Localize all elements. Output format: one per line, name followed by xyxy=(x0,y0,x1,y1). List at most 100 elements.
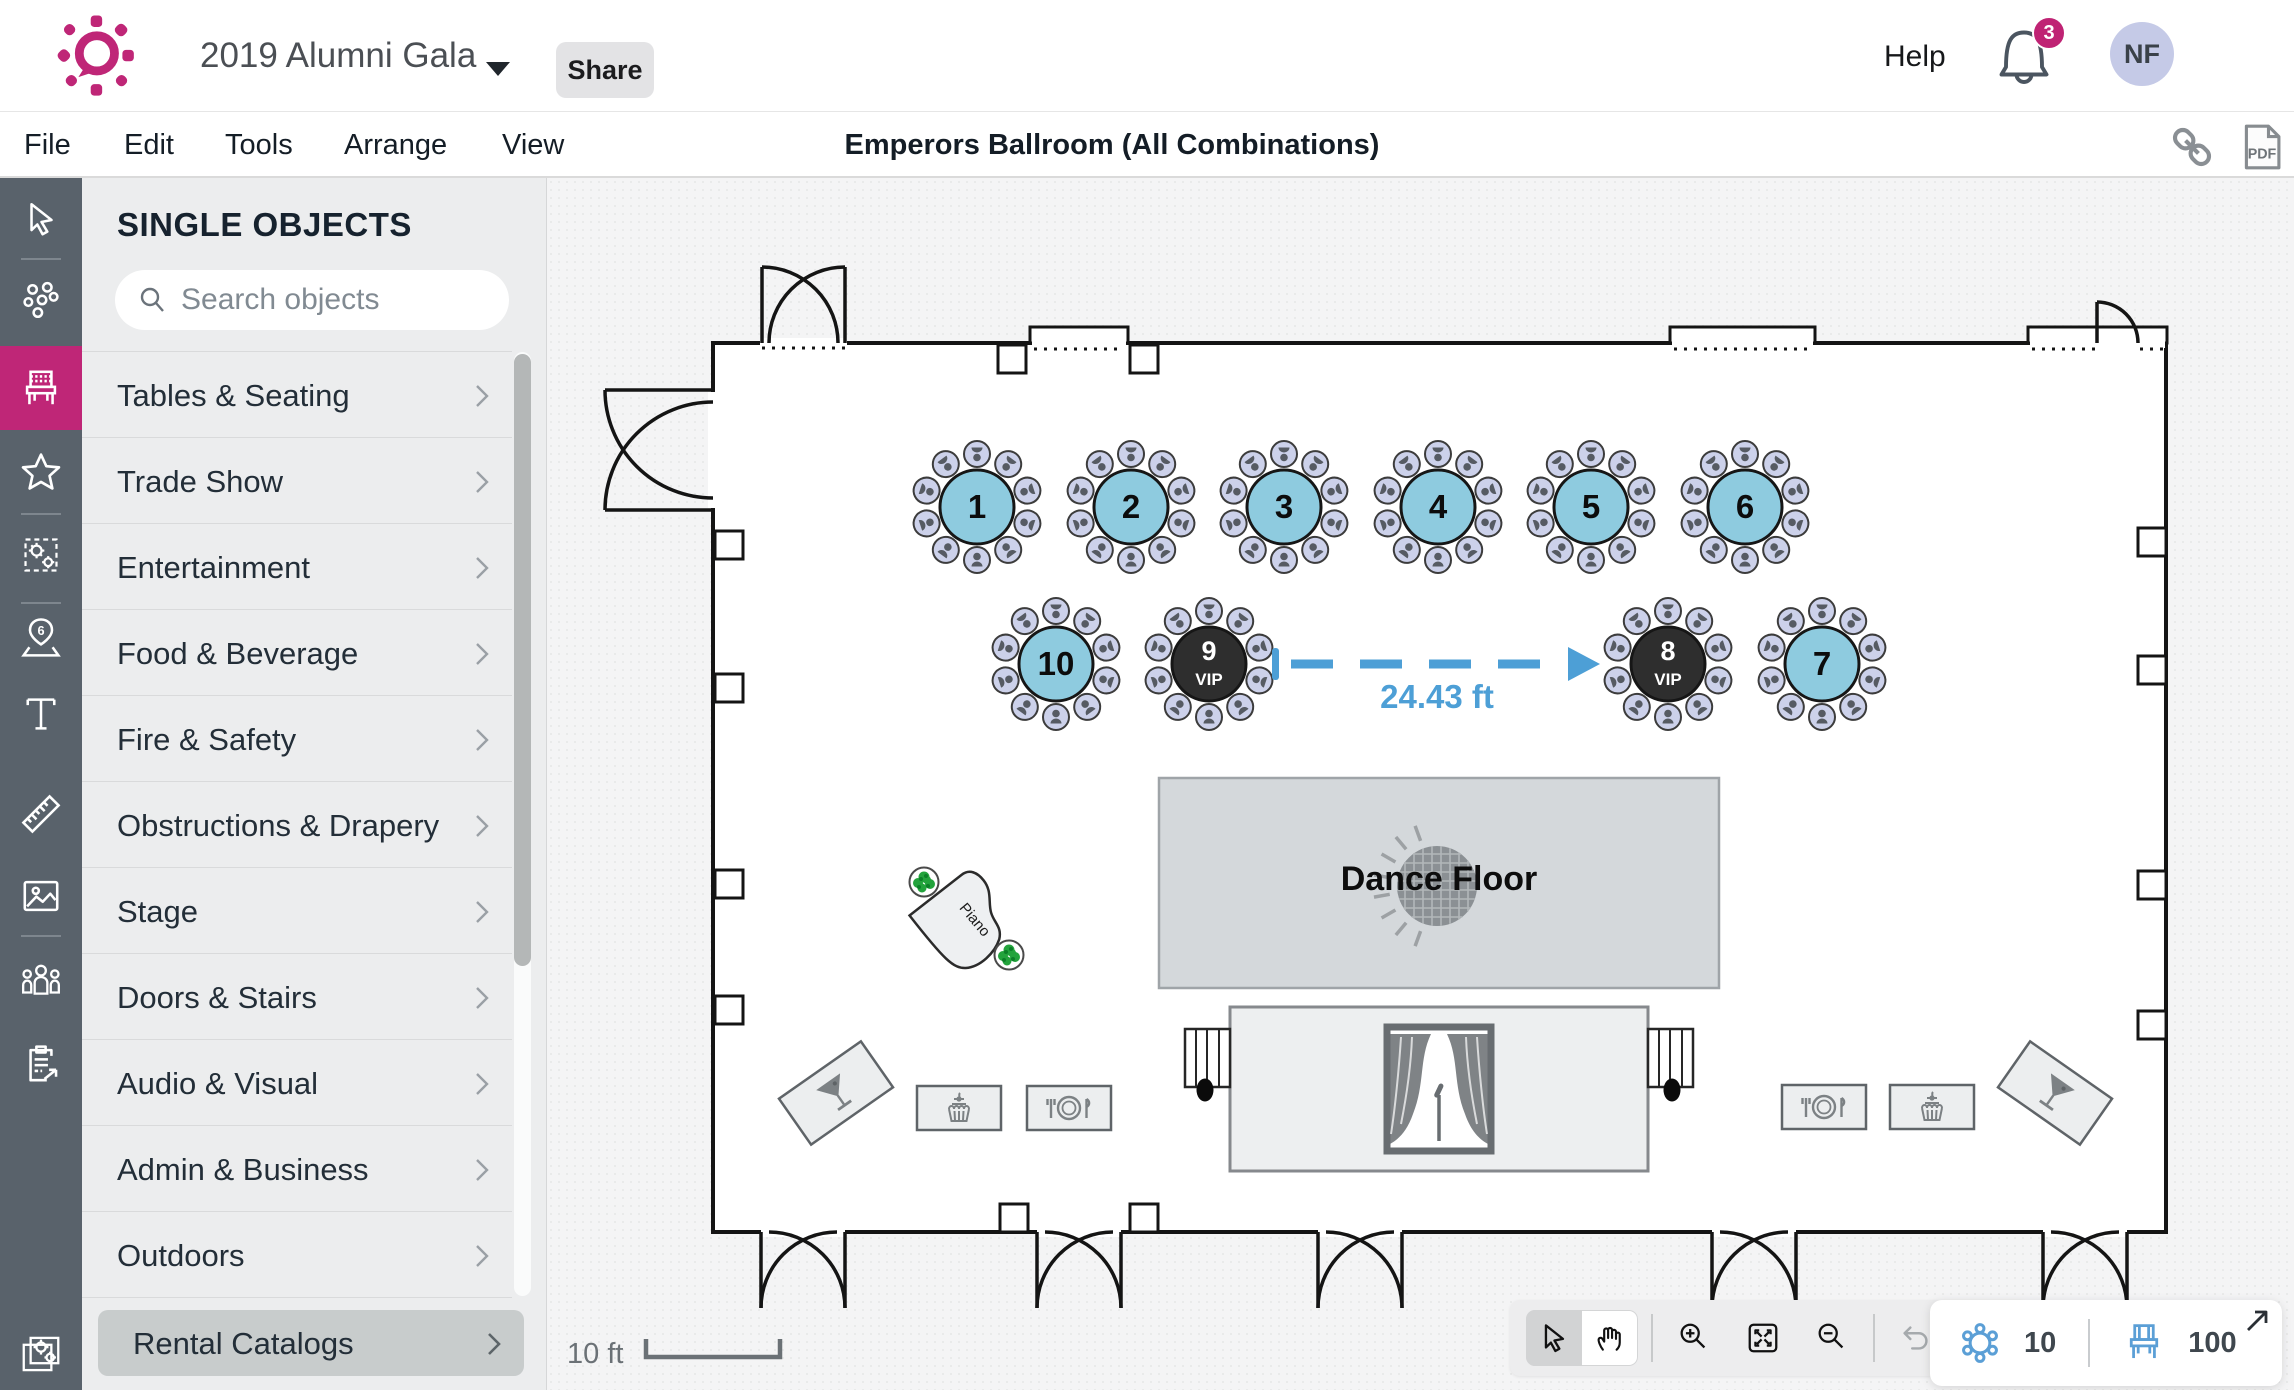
sidebar-item-fire-safety[interactable]: Fire & Safety xyxy=(82,696,512,782)
stage-stairs[interactable] xyxy=(1183,1027,1232,1089)
tool-favorites[interactable] xyxy=(0,444,82,500)
chair xyxy=(1526,476,1555,505)
service-table-place[interactable] xyxy=(1780,1083,1868,1131)
sidebar-item-food-beverage[interactable]: Food & Beverage xyxy=(82,610,512,696)
table-1[interactable]: 1 xyxy=(910,440,1044,574)
undo-button[interactable] xyxy=(1888,1310,1944,1366)
menu-item-view[interactable]: View xyxy=(502,129,565,161)
dance-floor[interactable]: Dance Floor xyxy=(1157,776,1721,990)
app-logo-icon[interactable] xyxy=(52,12,140,100)
service-table-bar[interactable] xyxy=(777,1039,895,1147)
avatar[interactable]: NF xyxy=(2110,22,2174,86)
table-7[interactable]: 7 xyxy=(1755,597,1889,731)
chair xyxy=(1608,450,1637,479)
table-number: 5 xyxy=(1582,488,1600,525)
search-box[interactable] xyxy=(115,270,509,330)
header-bar: 2019 Alumni Gala Share Help 3 NF xyxy=(0,0,2294,112)
event-title-caret-icon[interactable] xyxy=(486,62,510,76)
chair xyxy=(1781,476,1810,505)
menu-item-arrange[interactable]: Arrange xyxy=(344,129,448,161)
tool-text[interactable] xyxy=(0,686,82,742)
tool-select[interactable] xyxy=(0,191,82,247)
service-table-bar[interactable] xyxy=(1996,1039,2114,1147)
chair xyxy=(1685,607,1714,636)
hand-icon xyxy=(1597,1326,1621,1351)
sidebar-item-rental-catalogs[interactable]: Rental Catalogs xyxy=(98,1310,524,1376)
sidebar-item-doors-stairs[interactable]: Doors & Stairs xyxy=(82,954,512,1040)
share-button[interactable]: Share xyxy=(556,42,654,98)
chair xyxy=(1545,535,1574,564)
tool-attendees[interactable] xyxy=(0,953,82,1009)
plant[interactable] xyxy=(993,939,1025,971)
sidebar-item-tables-seating[interactable]: Tables & Seating xyxy=(82,352,512,438)
notifications-bell-icon[interactable]: 3 xyxy=(1994,16,2066,94)
tool-auto-layout[interactable] xyxy=(0,527,82,583)
sidebar-item-trade-show[interactable]: Trade Show xyxy=(82,438,512,524)
event-title[interactable]: 2019 Alumni Gala xyxy=(200,36,477,75)
table-number: 7 xyxy=(1813,645,1831,682)
menu-item-edit[interactable]: Edit xyxy=(124,129,174,161)
chair xyxy=(1699,450,1728,479)
sidebar-item-obstructions-drapery[interactable]: Obstructions & Drapery xyxy=(82,782,512,868)
chevron-right-icon xyxy=(476,1159,489,1181)
zoom-out-button[interactable] xyxy=(1804,1310,1860,1366)
chair xyxy=(1839,607,1868,636)
pan-mode-button[interactable] xyxy=(1582,1310,1638,1366)
tool-floorplan-settings[interactable] xyxy=(0,1326,82,1382)
chair xyxy=(1685,692,1714,721)
service-table-cake[interactable] xyxy=(915,1084,1003,1132)
tool-measure[interactable] xyxy=(0,786,82,842)
select-mode-button[interactable] xyxy=(1526,1310,1582,1366)
table-6[interactable]: 6 xyxy=(1678,440,1812,574)
table-vip-label: VIP xyxy=(1654,670,1681,689)
tool-furniture[interactable] xyxy=(0,346,82,430)
table-4[interactable]: 4 xyxy=(1371,440,1505,574)
help-link[interactable]: Help xyxy=(1884,40,1946,73)
table-5[interactable]: 5 xyxy=(1524,440,1658,574)
speaker[interactable] xyxy=(1196,1078,1214,1102)
tool-reports[interactable] xyxy=(0,1036,82,1092)
wall-pilaster xyxy=(2136,526,2168,558)
plant[interactable] xyxy=(908,866,940,898)
zoom-in-button[interactable] xyxy=(1666,1310,1722,1366)
expand-card-icon[interactable] xyxy=(2244,1308,2270,1334)
menu-item-tools[interactable]: Tools xyxy=(225,129,293,161)
table-2[interactable]: 2 xyxy=(1064,440,1198,574)
grand-piano[interactable]: Piano xyxy=(907,866,1023,979)
measurement[interactable]: 24.43 ft xyxy=(1272,647,1600,715)
fit-to-screen-button[interactable] xyxy=(1735,1310,1791,1366)
tool-seating[interactable]: 6 xyxy=(0,610,82,666)
sidebar-item-admin-business[interactable]: Admin & Business xyxy=(82,1126,512,1212)
stage[interactable] xyxy=(1228,1005,1650,1173)
chair xyxy=(1144,633,1173,662)
sidebar-item-audio-visual[interactable]: Audio & Visual xyxy=(82,1040,512,1126)
chair xyxy=(1085,450,1114,479)
chevron-right-icon xyxy=(476,987,489,1009)
chair xyxy=(1392,450,1421,479)
table-10[interactable]: 10 xyxy=(989,597,1123,731)
service-table-place[interactable] xyxy=(1025,1084,1113,1132)
sidebar-scrollbar-thumb[interactable] xyxy=(514,354,531,966)
tool-images[interactable] xyxy=(0,868,82,924)
search-input[interactable] xyxy=(181,283,501,317)
service-table-cake[interactable] xyxy=(1888,1083,1976,1131)
pdf-export-icon[interactable]: PDF xyxy=(2236,121,2288,173)
speaker[interactable] xyxy=(1663,1078,1681,1102)
stage-stairs[interactable] xyxy=(1646,1027,1695,1089)
sidebar-item-outdoors[interactable]: Outdoors xyxy=(82,1212,512,1298)
chair xyxy=(1627,476,1656,505)
sidebar-item-stage[interactable]: Stage xyxy=(82,868,512,954)
chair xyxy=(1013,476,1042,505)
table-3[interactable]: 3 xyxy=(1217,440,1351,574)
sidebar-item-entertainment[interactable]: Entertainment xyxy=(82,524,512,610)
chair xyxy=(1622,692,1651,721)
table-number: 8 xyxy=(1660,636,1675,666)
tool-objects[interactable] xyxy=(0,273,82,329)
floorplan-canvas[interactable]: Dance Floor Piano xyxy=(547,178,2294,1390)
ruler-icon xyxy=(21,794,61,834)
capacity-summary-card[interactable]: 10 100 xyxy=(1930,1300,2282,1386)
share-link-icon[interactable] xyxy=(2166,121,2218,173)
menu-item-file[interactable]: File xyxy=(24,129,71,161)
